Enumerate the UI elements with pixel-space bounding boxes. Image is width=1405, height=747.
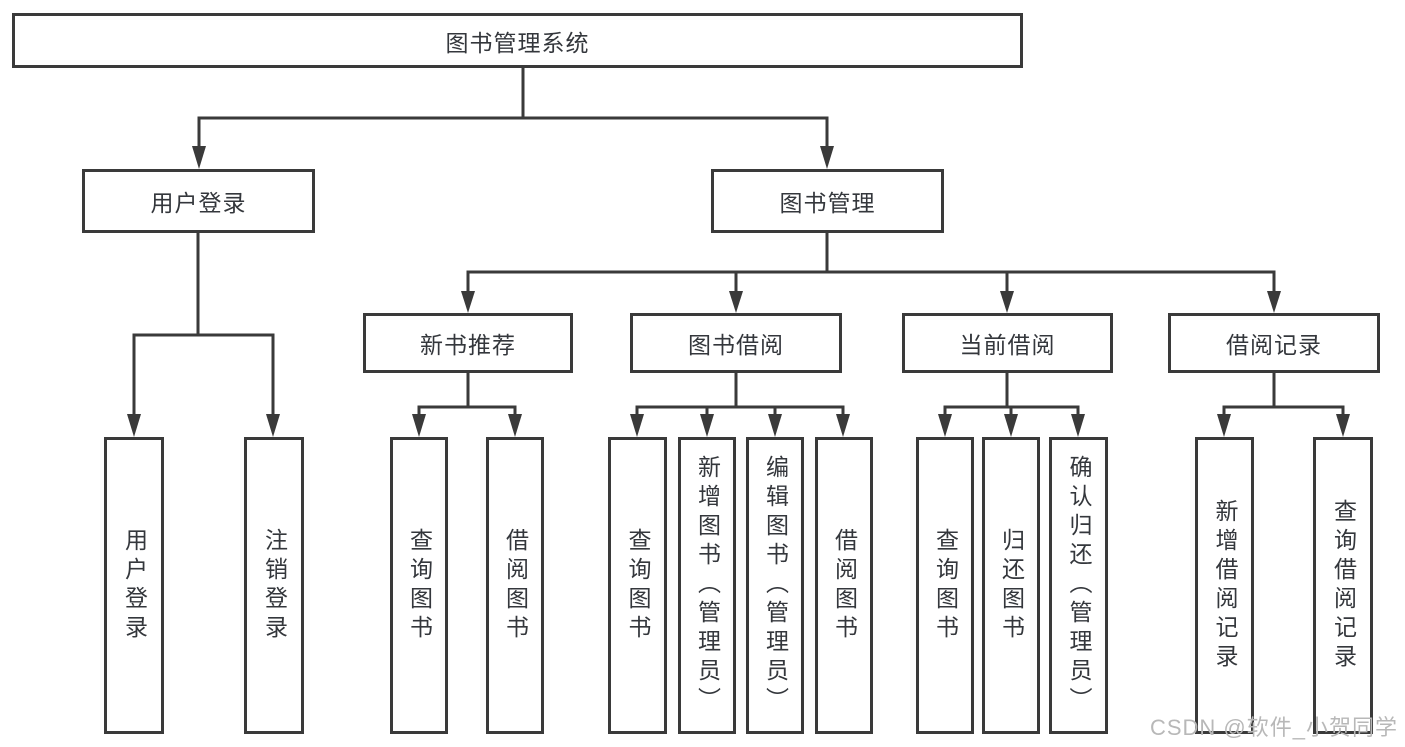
arrowheads xyxy=(127,146,1350,437)
node-logout-action: 注销登录 xyxy=(244,437,304,734)
node-query-books-current: 查询图书 xyxy=(916,437,974,734)
node-new-book-recommendation: 新书推荐 xyxy=(363,313,573,373)
node-book-borrowing: 图书借阅 xyxy=(630,313,842,373)
watermark: CSDN @软件_小贺同学 xyxy=(1149,715,1398,740)
node-borrow-books-recommend: 借阅图书 xyxy=(486,437,544,734)
node-user-login-action: 用户登录 xyxy=(104,437,164,734)
node-current-borrowing: 当前借阅 xyxy=(902,313,1113,373)
node-book-management: 图书管理 xyxy=(711,169,944,233)
node-add-books-admin: 新增图书（管理员） xyxy=(678,437,736,734)
node-user-login: 用户登录 xyxy=(82,169,315,233)
node-query-books-borrow: 查询图书 xyxy=(608,437,667,734)
node-borrow-books-borrow: 借阅图书 xyxy=(815,437,873,734)
node-add-borrow-record: 新增借阅记录 xyxy=(1195,437,1254,734)
node-query-books-recommend: 查询图书 xyxy=(390,437,448,734)
node-return-books: 归还图书 xyxy=(982,437,1040,734)
node-query-borrow-record: 查询借阅记录 xyxy=(1313,437,1373,734)
node-root: 图书管理系统 xyxy=(12,13,1023,68)
node-confirm-return-admin: 确认归还（管理员） xyxy=(1049,437,1108,734)
node-edit-books-admin: 编辑图书（管理员） xyxy=(746,437,804,734)
node-borrowing-records: 借阅记录 xyxy=(1168,313,1380,373)
